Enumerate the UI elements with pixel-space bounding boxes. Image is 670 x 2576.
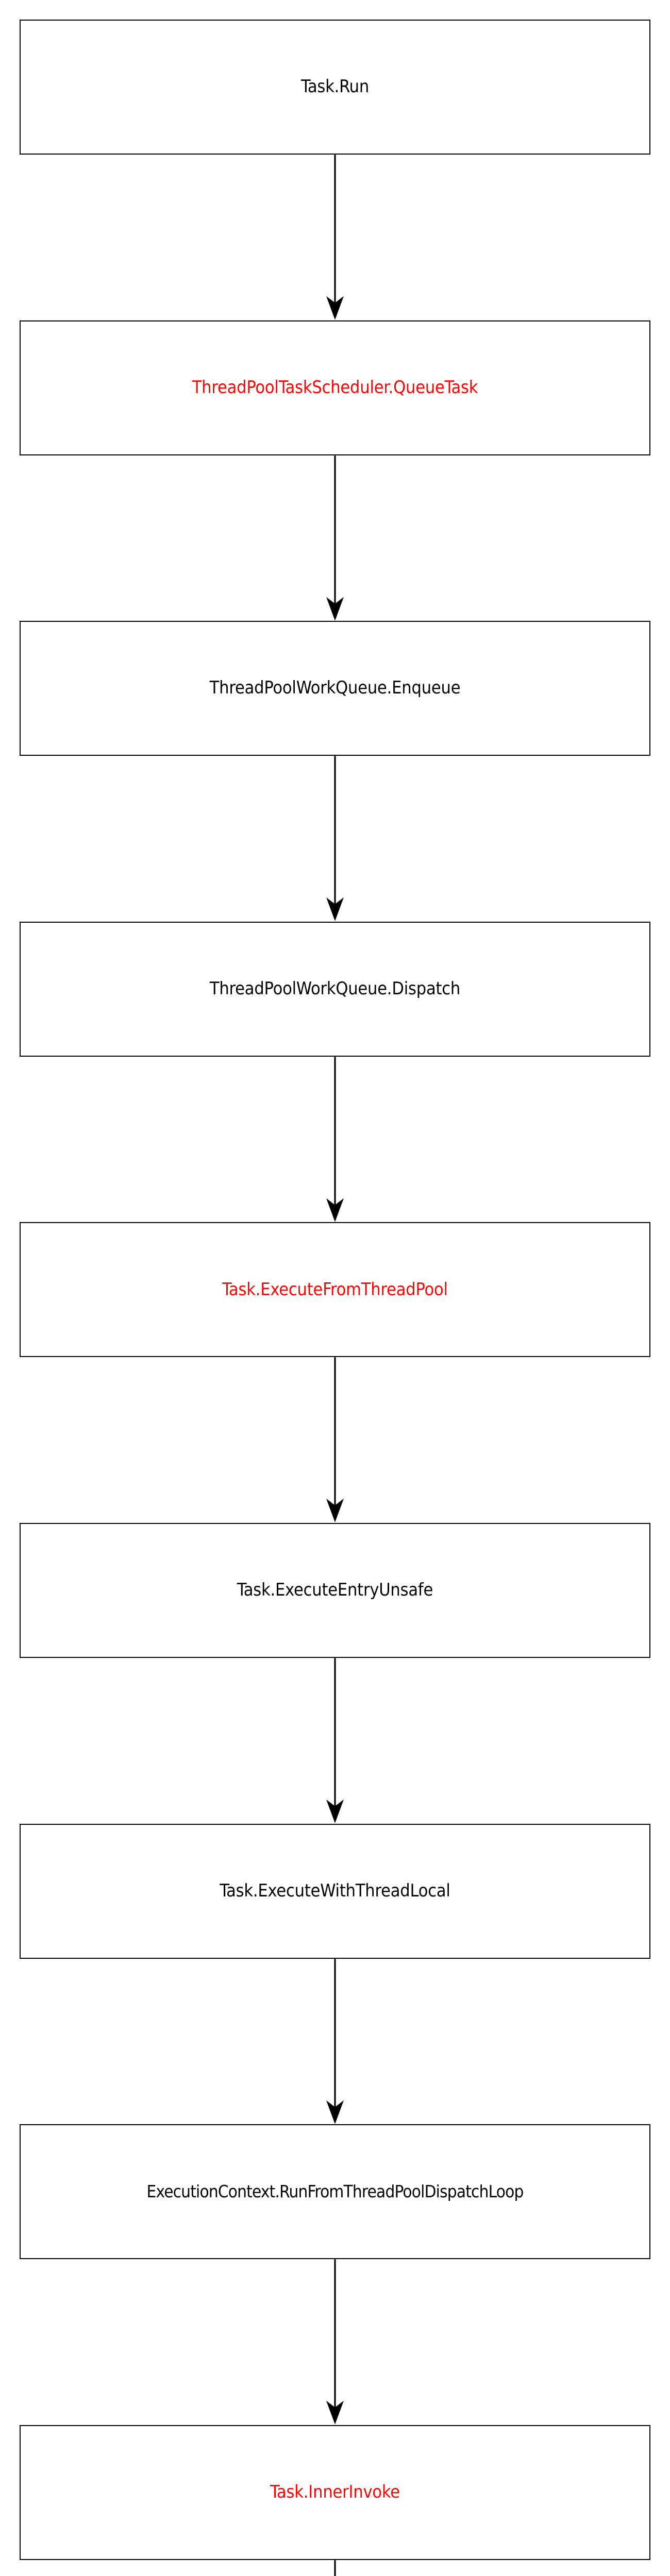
arrow-head xyxy=(326,1799,344,1823)
flow-node-label: Task.ExecuteWithThreadLocal xyxy=(220,1880,450,1901)
flow-arrow xyxy=(0,1056,670,1223)
flow-node-label: ThreadPoolTaskScheduler.QueueTask xyxy=(192,377,478,398)
flow-node-label: ThreadPoolWorkQueue.Dispatch xyxy=(209,978,461,999)
flow-node-n2[interactable]: ThreadPoolTaskScheduler.QueueTask xyxy=(20,320,650,455)
flow-arrow xyxy=(0,2259,670,2425)
flow-node-n5[interactable]: Task.ExecuteFromThreadPool xyxy=(20,1222,650,1358)
flow-node-n8[interactable]: ExecutionContext.RunFromThreadPoolDispat… xyxy=(20,2124,650,2260)
arrow-head xyxy=(326,2400,344,2425)
flow-arrow xyxy=(0,1658,670,1824)
arrow-head xyxy=(326,597,344,621)
arrow-head xyxy=(326,296,344,320)
flow-node-n4[interactable]: ThreadPoolWorkQueue.Dispatch xyxy=(20,921,650,1057)
flow-node-n6[interactable]: Task.ExecuteEntryUnsafe xyxy=(20,1523,650,1658)
flow-node-label: ThreadPoolWorkQueue.Enqueue xyxy=(209,677,461,699)
flow-node-label: Task.ExecuteFromThreadPool xyxy=(222,1279,448,1300)
flow-node-label: Task.InnerInvoke xyxy=(270,2482,400,2503)
flow-node-n3[interactable]: ThreadPoolWorkQueue.Enqueue xyxy=(20,621,650,756)
flow-node-n7[interactable]: Task.ExecuteWithThreadLocal xyxy=(20,1823,650,1959)
flow-node-n9[interactable]: Task.InnerInvoke xyxy=(20,2425,650,2560)
flow-arrow xyxy=(0,1958,670,2125)
flow-node-label: Task.ExecuteEntryUnsafe xyxy=(237,1580,433,1601)
flow-arrow xyxy=(0,455,670,621)
arrow-head xyxy=(326,1198,344,1222)
flow-arrow xyxy=(0,2560,670,2576)
flow-node-n1[interactable]: Task.Run xyxy=(20,20,650,155)
flow-arrow xyxy=(0,1357,670,1523)
arrow-head xyxy=(326,2100,344,2124)
arrow-head xyxy=(326,897,344,921)
flow-node-label: Task.Run xyxy=(300,76,370,97)
flow-node-label: ExecutionContext.RunFromThreadPoolDispat… xyxy=(146,2181,524,2202)
flow-arrow xyxy=(0,155,670,320)
arrow-head xyxy=(326,1499,344,1523)
flow-arrow xyxy=(0,756,670,922)
